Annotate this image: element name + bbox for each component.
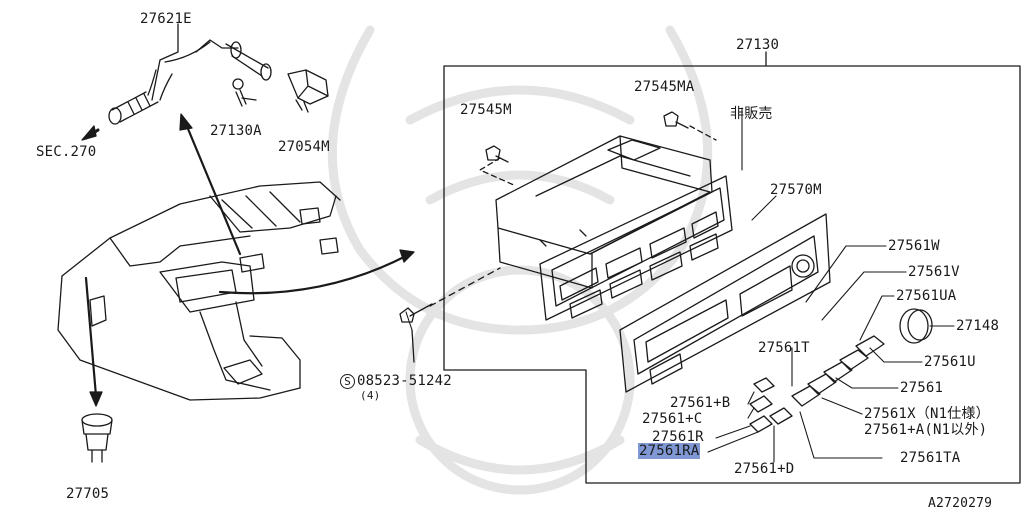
label-27561: 27561: [900, 380, 944, 396]
label-27570M: 27570M: [770, 182, 822, 198]
label-27561D: 27561+D: [734, 461, 795, 477]
label-bolt-qty: (4): [360, 389, 381, 402]
screw-27130A: [232, 78, 257, 107]
bolt-number: 08523-51242: [357, 373, 452, 389]
label-27054M: 27054M: [278, 139, 330, 155]
label-27621E: 27621E: [140, 11, 192, 27]
unit-front-panel: [539, 175, 733, 321]
watermark-emblem: [327, 25, 713, 495]
bolt-symbol: S: [340, 374, 355, 389]
label-27561V: 27561V: [908, 264, 960, 280]
label-27148: 27148: [956, 318, 1000, 334]
pointer-arrows: [84, 122, 408, 398]
hose-assembly: [108, 23, 272, 125]
label-27561X: 27561X（N1仕様）: [864, 406, 990, 422]
label-27561W: 27561W: [888, 238, 940, 254]
screw-27545MA: [663, 111, 689, 129]
assembly-frame: [443, 65, 1021, 484]
bolt-08523-51242: [399, 303, 433, 363]
label-27561T: 27561T: [758, 340, 810, 356]
label-27561A: 27561+A(N1以外): [864, 422, 988, 438]
label-27705: 27705: [66, 486, 110, 502]
clip-27705: [81, 413, 113, 463]
label-27561UA: 27561UA: [896, 288, 957, 304]
label-27130: 27130: [736, 37, 780, 53]
bolt-dash-leader: [429, 267, 501, 307]
label-not-for-sale: 非販売: [730, 106, 773, 122]
label-27545M: 27545M: [460, 102, 512, 118]
label-27561U: 27561U: [924, 354, 976, 370]
button-caps: [749, 335, 885, 433]
label-27561R: 27561R: [652, 429, 704, 445]
leader-lines: [405, 107, 955, 463]
sensor-27054M: [287, 69, 329, 113]
label-27130A: 27130A: [210, 123, 262, 139]
control-unit: [495, 135, 713, 289]
label-27561C: 27561+C: [642, 411, 703, 427]
diagram-id: A2720279: [928, 496, 993, 511]
dash-leaders: [479, 125, 717, 187]
label-sec270: SEC.270: [36, 144, 97, 160]
label-27561TA: 27561TA: [900, 450, 961, 466]
screw-27545M: [485, 145, 509, 163]
knob-27148: [899, 308, 933, 344]
label-27561RA-highlighted[interactable]: 27561RA: [638, 443, 701, 459]
label-27545MA: 27545MA: [634, 79, 695, 95]
label-27561B: 27561+B: [670, 395, 731, 411]
bezel-27570M: [619, 213, 831, 393]
dashboard-illustration: [57, 181, 341, 401]
